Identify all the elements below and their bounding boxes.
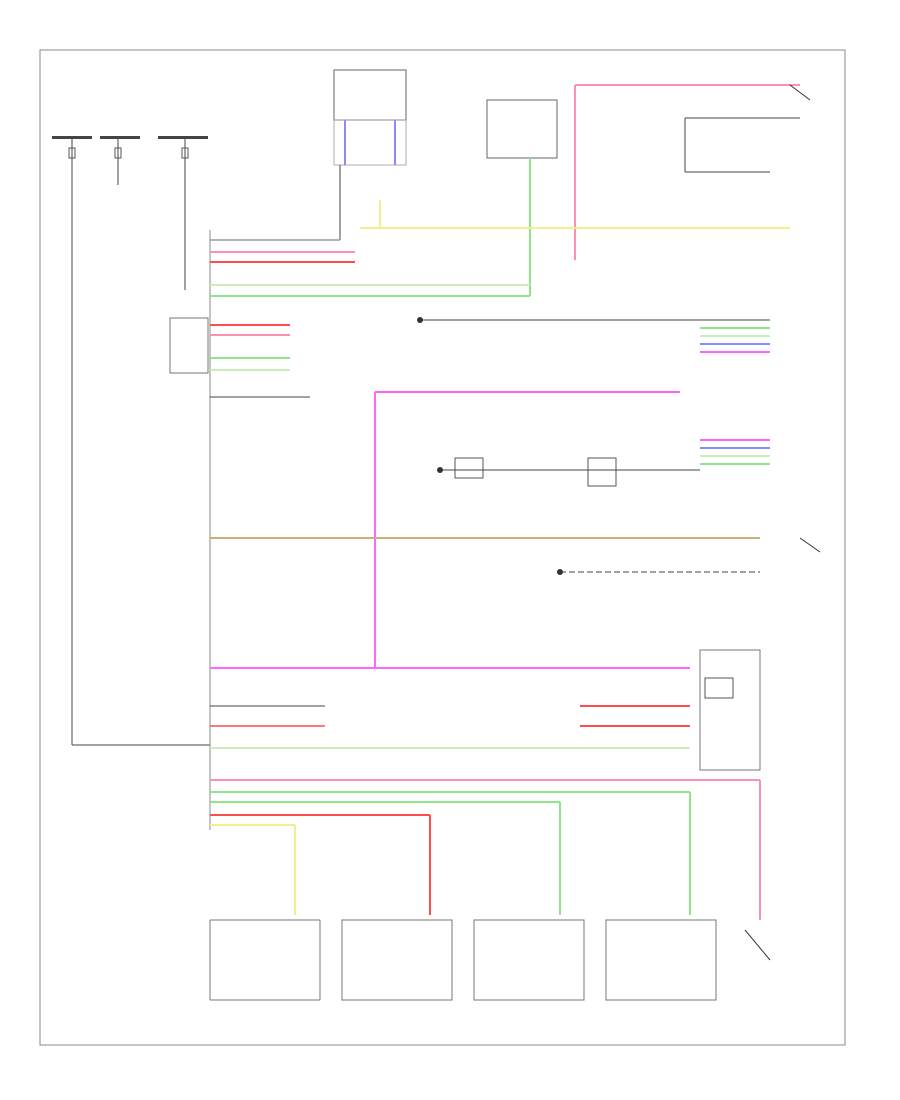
wheel-sensor-wires	[210, 779, 761, 920]
steering-angle-sensor-group	[169, 317, 310, 398]
can-lines-lower	[210, 705, 690, 749]
bottom-sensor-boxes	[209, 919, 771, 1001]
bcm-block	[333, 69, 407, 240]
ecm-block	[486, 99, 558, 296]
fuse-block-group	[52, 136, 210, 746]
yaw-rate-sensor-group	[437, 439, 770, 487]
top-right-switch	[574, 84, 811, 260]
lf-sensor-group	[417, 317, 770, 353]
stop-lamp-switch-group	[557, 569, 760, 575]
combination-meter-group	[699, 649, 761, 771]
abs-actuator-bus	[209, 230, 530, 830]
diagram-border	[39, 49, 846, 1046]
